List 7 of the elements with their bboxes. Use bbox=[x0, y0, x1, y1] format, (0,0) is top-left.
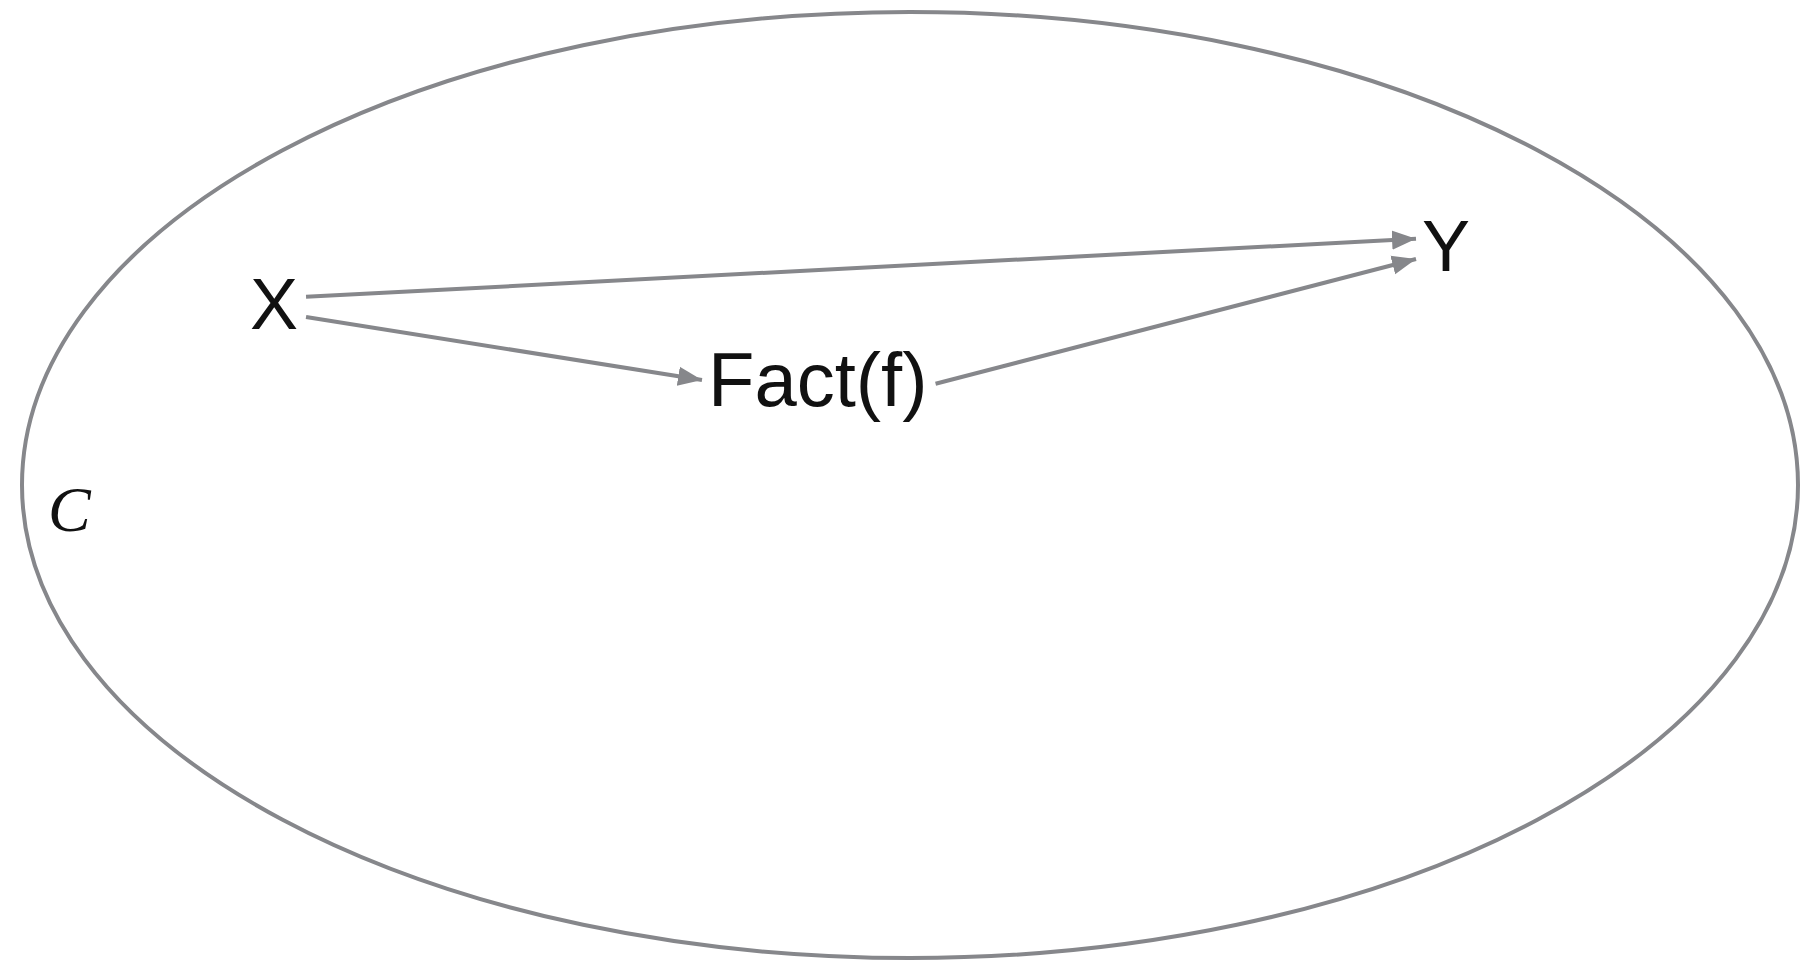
variable-label: X bbox=[250, 268, 299, 340]
arrow bbox=[305, 315, 703, 386]
set-ellipse bbox=[20, 10, 1800, 960]
arrow bbox=[935, 255, 1417, 386]
variable-label: Y bbox=[1422, 210, 1471, 282]
arrow bbox=[305, 230, 1417, 299]
set-label: C bbox=[48, 478, 91, 542]
